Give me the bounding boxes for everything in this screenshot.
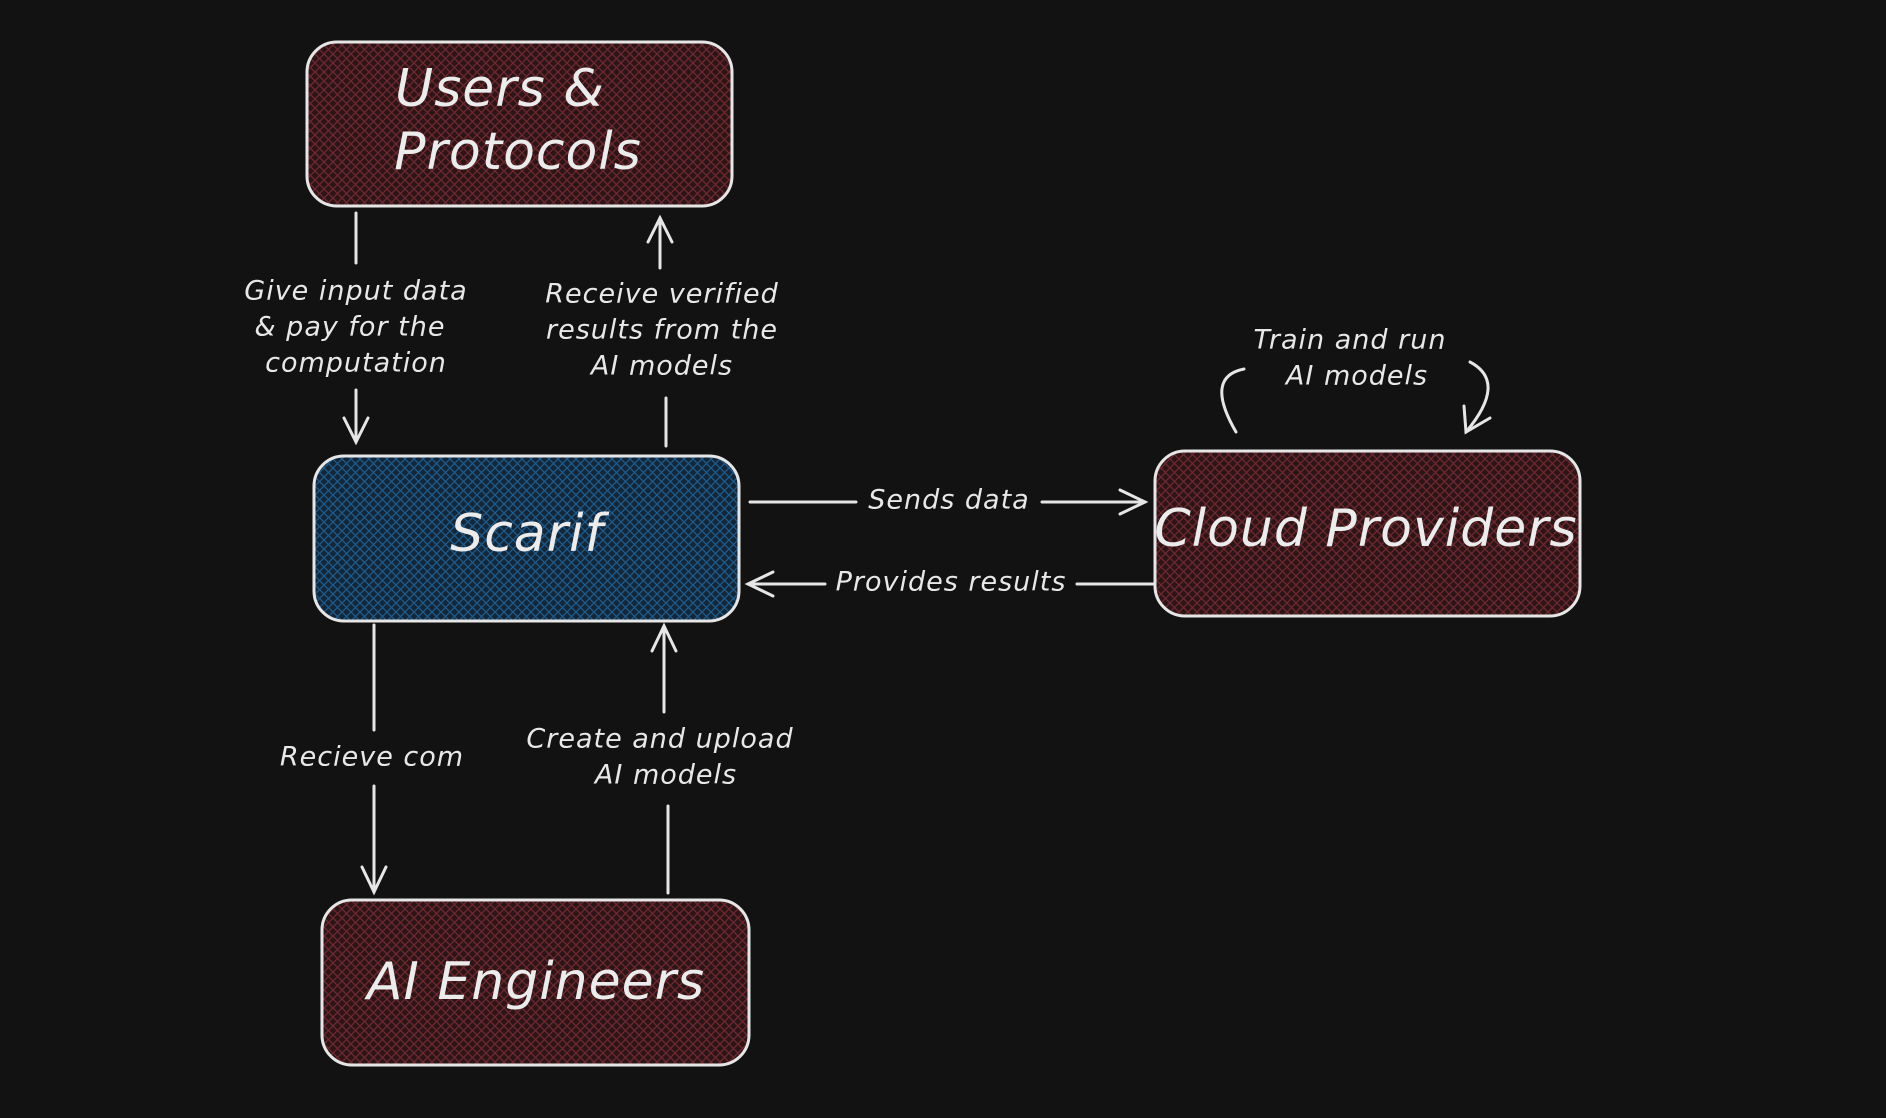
train-run-curve-right xyxy=(1464,360,1490,434)
receive-verified-label-line2: results from the xyxy=(546,315,778,346)
users-protocols-box xyxy=(305,40,734,208)
give-input-label-line3: computation xyxy=(265,348,447,379)
give-input-arrowhead xyxy=(342,416,370,446)
users-protocols-label-line1: Users & xyxy=(395,59,605,119)
train-run-label-line1: Train and run xyxy=(1254,325,1447,356)
recieve-com-arrowhead xyxy=(360,865,388,896)
node-users-protocols: Users & Protocols xyxy=(305,40,734,208)
create-upload-label-line2: AI models xyxy=(593,760,737,791)
cloud-providers-box xyxy=(1153,449,1582,618)
train-run-curve-left xyxy=(1220,367,1246,434)
ai-engineers-label: AI Engineers xyxy=(364,952,705,1012)
recieve-com-label: Recieve com xyxy=(280,742,464,773)
receive-verified-arrowhead xyxy=(646,214,674,244)
users-protocols-label-line2: Protocols xyxy=(394,122,642,182)
create-upload-arrowhead xyxy=(650,622,678,653)
scarif-label: Scarif xyxy=(450,504,609,564)
edge-train-run: Train and run AI models xyxy=(1220,325,1492,435)
edge-sends-data: Sends data xyxy=(748,485,1149,516)
node-ai-engineers: AI Engineers xyxy=(320,898,751,1067)
create-upload-label-line1: Create and upload xyxy=(526,724,793,755)
edge-receive-verified: Receive verified results from the AI mod… xyxy=(545,214,778,448)
give-input-label-line1: Give input data xyxy=(244,276,467,307)
receive-verified-label-line3: AI models xyxy=(589,351,733,382)
provides-results-label: Provides results xyxy=(836,567,1067,598)
provides-results-arrowhead xyxy=(744,570,775,598)
ai-engineers-box xyxy=(320,898,751,1067)
give-input-label-line2: & pay for the xyxy=(255,312,446,343)
cloud-providers-label: Cloud Providers xyxy=(1154,499,1577,559)
sends-data-label: Sends data xyxy=(868,485,1029,516)
scarif-box xyxy=(312,454,741,623)
edge-give-input: Give input data & pay for the computatio… xyxy=(244,211,467,446)
edge-provides-results: Provides results xyxy=(744,567,1155,598)
edge-create-upload: Create and upload AI models xyxy=(526,622,793,895)
sends-data-arrowhead xyxy=(1118,488,1149,516)
train-run-label-line2: AI models xyxy=(1284,361,1428,392)
node-cloud-providers: Cloud Providers xyxy=(1153,449,1582,618)
edge-recieve-com: Recieve com xyxy=(280,623,464,896)
train-run-arrowhead xyxy=(1462,404,1492,435)
node-scarif: Scarif xyxy=(312,454,741,623)
receive-verified-label-line1: Receive verified xyxy=(545,279,778,310)
